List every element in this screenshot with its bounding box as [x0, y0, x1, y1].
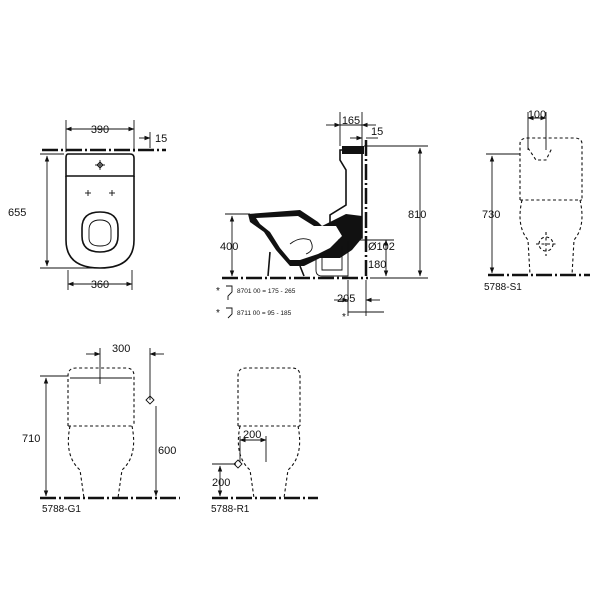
- top-view: 390 15 655 360: [8, 120, 167, 291]
- view-g1: 300 600 710 5788-G1: [22, 343, 180, 515]
- caption: 5788-S1: [484, 282, 522, 293]
- caption: 5788-R1: [211, 504, 250, 515]
- trap: [289, 238, 313, 255]
- fixing-hole-icon: [85, 190, 115, 196]
- dim-width-bottom: 360: [91, 279, 109, 291]
- outlet-center-icon: [536, 232, 556, 256]
- note-2: 8711 00 = 95 - 185: [237, 310, 292, 317]
- dim-outlet-distance: 205: [337, 293, 355, 305]
- view-r1: 200 200 5788-R1: [211, 367, 318, 515]
- dim-seat-height: 400: [220, 241, 238, 253]
- tank-lid: [342, 146, 364, 154]
- dim-wall-offset: 15: [371, 126, 383, 138]
- dim-total-height: 810: [408, 209, 426, 221]
- elbow-pipe-icon: [226, 285, 233, 300]
- bowl-inner: [88, 219, 112, 247]
- pedestal-outline: [67, 425, 135, 499]
- tank-outline: [519, 137, 583, 200]
- star-mark-bottom: *: [342, 312, 346, 323]
- dim-offset-top: 300: [112, 343, 130, 355]
- tank-outline: [67, 367, 135, 426]
- dim-height: 730: [482, 209, 500, 221]
- dim-width-top: 390: [91, 124, 109, 136]
- note-1: 8701 00 = 175 - 265: [237, 288, 296, 295]
- dim-outlet-height: 180: [368, 259, 386, 271]
- outlet-pipe: [315, 239, 349, 277]
- outlet-marker-icon: [233, 459, 243, 469]
- dim-tank-depth: 165: [342, 115, 360, 127]
- inlet-outline: [527, 147, 553, 161]
- dim-depth: 655: [8, 207, 26, 219]
- dim-outlet-height: 200: [212, 477, 230, 489]
- star-mark-note-2: *: [216, 308, 220, 319]
- seat-opening: [81, 211, 119, 253]
- dim-offset: 200: [243, 429, 261, 441]
- caption: 5788-G1: [42, 504, 81, 515]
- bowl-outline: [65, 176, 135, 269]
- pedestal-outline: [519, 199, 583, 276]
- view-s1: 100 730 5788-S1: [482, 109, 590, 293]
- outlet-marker-icon: [145, 395, 155, 405]
- star-mark-note-1: *: [216, 286, 220, 297]
- side-view: 165 15 810 400 Ø102 180 205 * * 8701 00 …: [216, 112, 428, 323]
- dim-offset-top: 100: [528, 109, 546, 121]
- dim-height: 710: [22, 433, 40, 445]
- dim-wall-gap: 15: [155, 133, 167, 145]
- dim-outlet-diameter: Ø102: [368, 241, 395, 253]
- tank-outline: [237, 367, 301, 426]
- bowl-inside: [256, 216, 342, 260]
- dim-outlet-height: 600: [158, 445, 176, 457]
- elbow-pipe-icon: [226, 307, 233, 319]
- flush-button-icon: [95, 160, 105, 170]
